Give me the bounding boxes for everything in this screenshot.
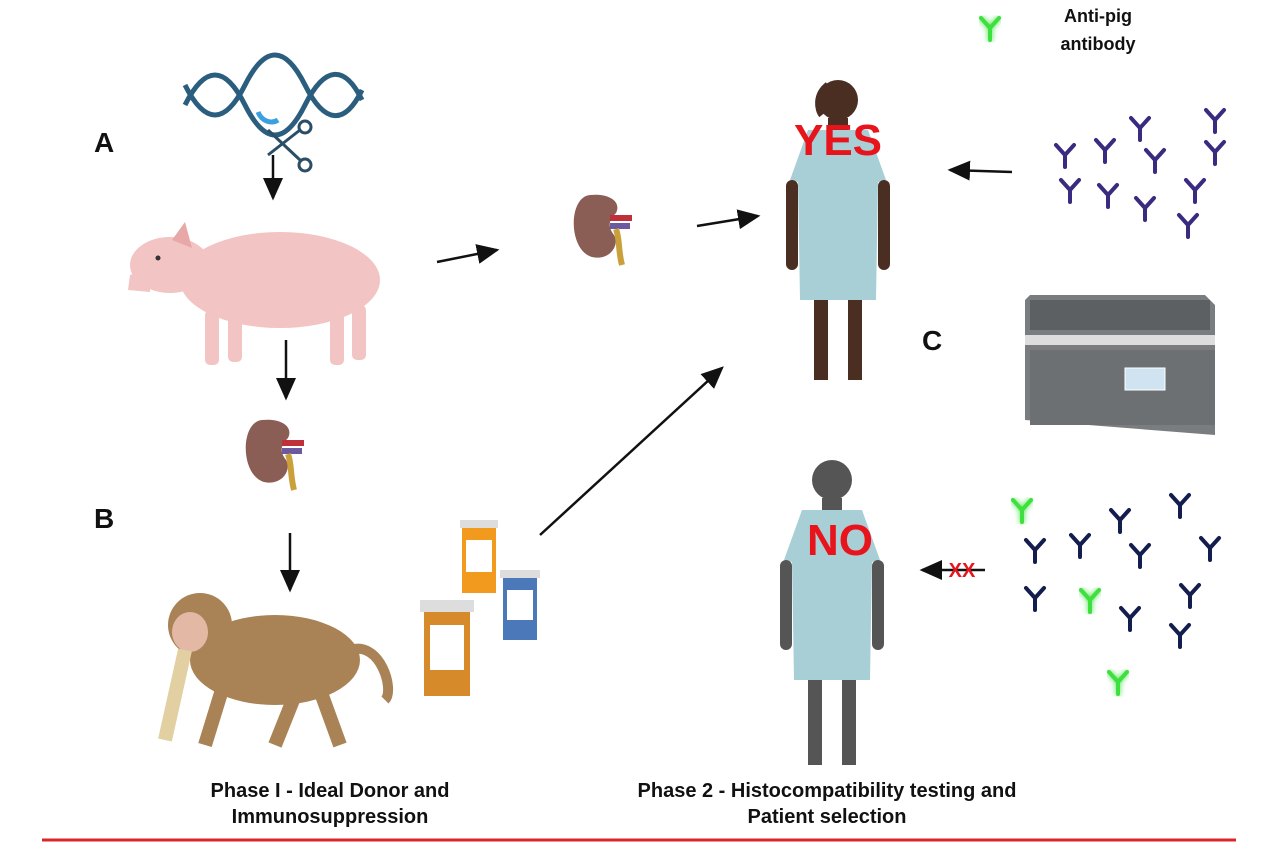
kidney-icon (574, 195, 632, 265)
label-c: C (922, 325, 942, 356)
phase2-caption-line1: Phase 2 - Histocompatibility testing and (638, 780, 1017, 802)
legend-label-line2: antibody (1061, 34, 1136, 54)
pill-bottles-icon (420, 520, 540, 696)
no-label: NO (807, 516, 873, 565)
patient-yes: YES (786, 80, 890, 380)
label-b: B (94, 503, 114, 534)
pig-illustration (128, 222, 380, 365)
monkey-illustration (158, 593, 394, 748)
phase1-caption-line1: Phase I - Ideal Donor and (211, 780, 450, 802)
phase1-caption-line2: Immunosuppression (232, 806, 429, 828)
yes-label: YES (794, 116, 882, 165)
phase2-caption-line2: Patient selection (748, 806, 907, 828)
antibody-cluster-incompatible (1024, 493, 1221, 649)
kidney-icon (246, 420, 304, 490)
anti-pig-antibodies (1011, 498, 1129, 696)
antibody-cluster-compatible (1054, 108, 1226, 239)
anti-pig-antibody-legend-icon (979, 16, 1001, 42)
dna-edit-icon (182, 52, 365, 138)
analyzer-machine-illustration (1025, 295, 1215, 435)
scissors-icon (266, 119, 313, 173)
flow-arrows (263, 155, 1013, 593)
patient-no: NO (780, 460, 884, 765)
blocked-mark: XX (949, 560, 976, 582)
legend-label-line1: Anti-pig (1064, 6, 1132, 26)
label-a: A (94, 127, 114, 158)
